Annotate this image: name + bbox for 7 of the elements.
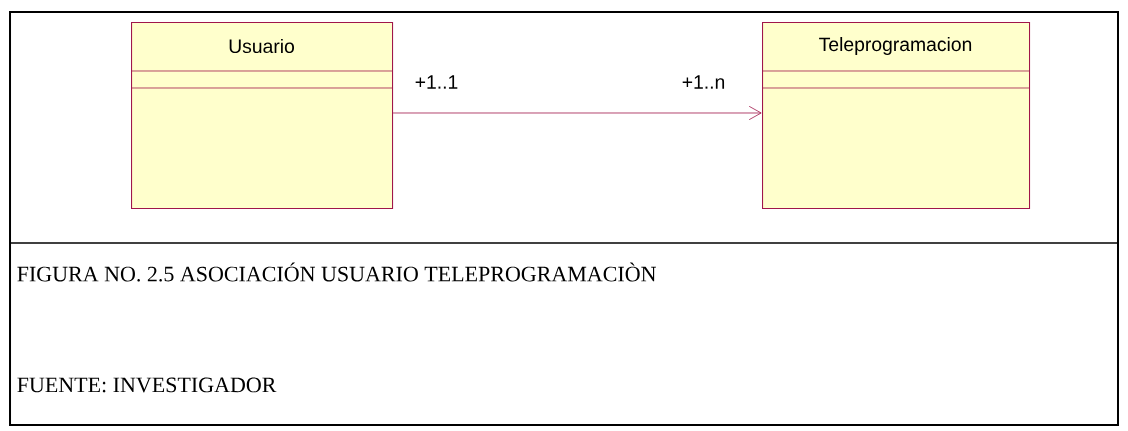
- class-box: Teleprogramacion: [761, 22, 1031, 210]
- multiplicity-label: +1..1: [415, 75, 458, 89]
- multiplicity-label: +1..n: [682, 75, 725, 89]
- association-arrow: [392, 105, 762, 121]
- figure-caption: FIGURA NO. 2.5 ASOCIACIÓN USUARIO TELEPROGRAMACIÒN: [17, 262, 656, 282]
- source-note: FUENTE: INVESTIGADOR: [17, 377, 277, 393]
- class-box: Usuario: [130, 22, 394, 210]
